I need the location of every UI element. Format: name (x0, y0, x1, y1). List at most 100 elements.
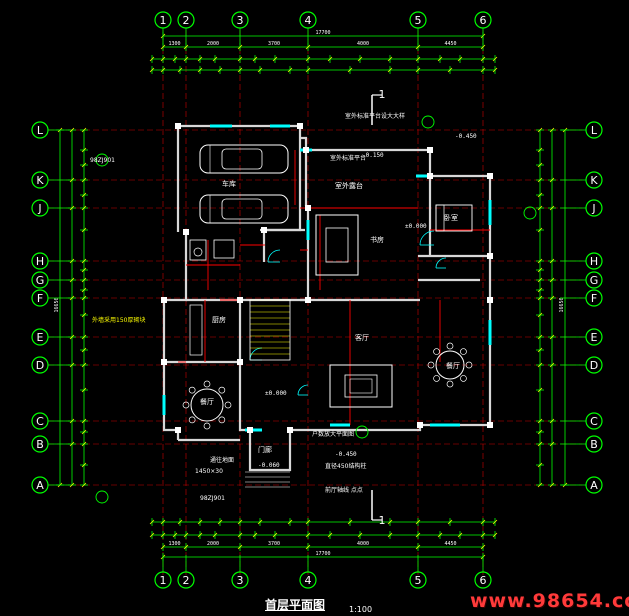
dim-slash (549, 362, 555, 368)
dim-slash (549, 258, 555, 264)
dim-slash (69, 127, 75, 133)
dim-slash (237, 519, 243, 525)
chair (182, 401, 190, 409)
sofa-outline (329, 364, 393, 408)
dim-slash (537, 267, 543, 273)
dim-slash (183, 56, 189, 62)
note-terrace: 室外标准平台 (330, 154, 366, 162)
dim-label: 2000 (207, 541, 219, 547)
chair (218, 386, 226, 394)
room-label-bedroom: 卧室 (444, 213, 458, 222)
axis-label: 4 (305, 14, 312, 27)
dim-slash (537, 334, 543, 340)
elev-rear: -0.450 (335, 451, 357, 458)
door-arc (435, 257, 447, 269)
dim-slash (415, 44, 421, 50)
dim-slash (81, 482, 87, 488)
axis-label: F (37, 292, 43, 305)
dim-slash (81, 287, 87, 293)
chair (218, 416, 226, 424)
column (175, 123, 181, 129)
note-balcony: 室外标准平台设大大样 (345, 112, 405, 120)
table-top (190, 388, 224, 422)
dim-label: 4450 (444, 41, 456, 47)
dim-slash (212, 532, 218, 538)
dim-slash (69, 205, 75, 211)
detail-ref-circle (523, 206, 537, 220)
wall (162, 232, 188, 440)
room-label-dining: 餐厅 (200, 397, 214, 406)
watermark: www.98654.com (470, 590, 629, 612)
axis-label: 3 (237, 574, 244, 587)
note-entry: 户数放大平面图 (312, 430, 354, 438)
axis-label: 5 (415, 574, 422, 587)
staircase (249, 299, 291, 361)
dim-slash (537, 277, 543, 283)
dim-slash (81, 227, 87, 233)
axis-label: 6 (480, 574, 487, 587)
dim-slash (160, 519, 166, 525)
chair (446, 342, 454, 350)
dim-slash (217, 67, 223, 73)
detail-ref-circle (95, 153, 109, 167)
dim-slash (287, 67, 293, 73)
door-arc (297, 384, 309, 396)
dim-slash (457, 532, 463, 538)
dim-slash (305, 44, 311, 50)
column (303, 147, 309, 153)
column (305, 205, 311, 211)
axis-label: E (591, 331, 598, 344)
car-icon (199, 144, 289, 174)
dim-slash (549, 277, 555, 283)
column (237, 359, 243, 365)
dim-slash (537, 362, 543, 368)
dim-slash (81, 462, 87, 468)
dim-slash (69, 418, 75, 424)
dim-slash (537, 312, 543, 318)
dim-slash (197, 56, 203, 62)
axis-label: J (37, 202, 41, 215)
dim-slash (549, 441, 555, 447)
section-label-bottom: 1 (379, 514, 386, 527)
dim-slash (81, 387, 87, 393)
axis-label: K (36, 174, 44, 187)
dim-slash (257, 67, 263, 73)
dim-slash (160, 544, 166, 550)
room-label-dining2: 餐厅 (446, 361, 460, 370)
dim-slash (537, 258, 543, 264)
chair (465, 361, 473, 369)
column (247, 427, 253, 433)
axis-label: A (590, 479, 598, 492)
room-label-entry: 门廊 (258, 445, 272, 454)
dim-label: 4450 (444, 541, 456, 547)
car-body (199, 144, 289, 174)
toilet-icon (189, 239, 207, 261)
detail-ref-circle (421, 115, 435, 129)
dim-slash (149, 56, 155, 62)
dim-slash (415, 532, 421, 538)
furniture (182, 144, 473, 430)
toilet-bowl (193, 247, 203, 257)
dim-slash (492, 67, 498, 73)
note-gate: 前厅轴线 点点 (325, 486, 363, 494)
note-steps: 通往地面 (210, 456, 234, 464)
car-body (199, 194, 289, 224)
dim-slash (69, 441, 75, 447)
sofa-set-icon (329, 364, 393, 408)
axis-label: 3 (237, 14, 244, 27)
column (183, 229, 189, 235)
dim-label: 4000 (357, 41, 369, 47)
detail-ref-circle (95, 490, 109, 504)
axis-grid-lines (48, 30, 582, 575)
dim-slash (492, 532, 498, 538)
dim-slash (237, 67, 243, 73)
wall (300, 136, 492, 300)
dim-slash (172, 56, 178, 62)
room-label-garage: 车库 (222, 179, 236, 188)
dim-slash (237, 56, 243, 62)
coffee-table-inner (349, 378, 373, 394)
dim-slash (415, 544, 421, 550)
note-ref-b: 98ZJ901 (200, 495, 225, 502)
axis-label: D (590, 359, 598, 372)
